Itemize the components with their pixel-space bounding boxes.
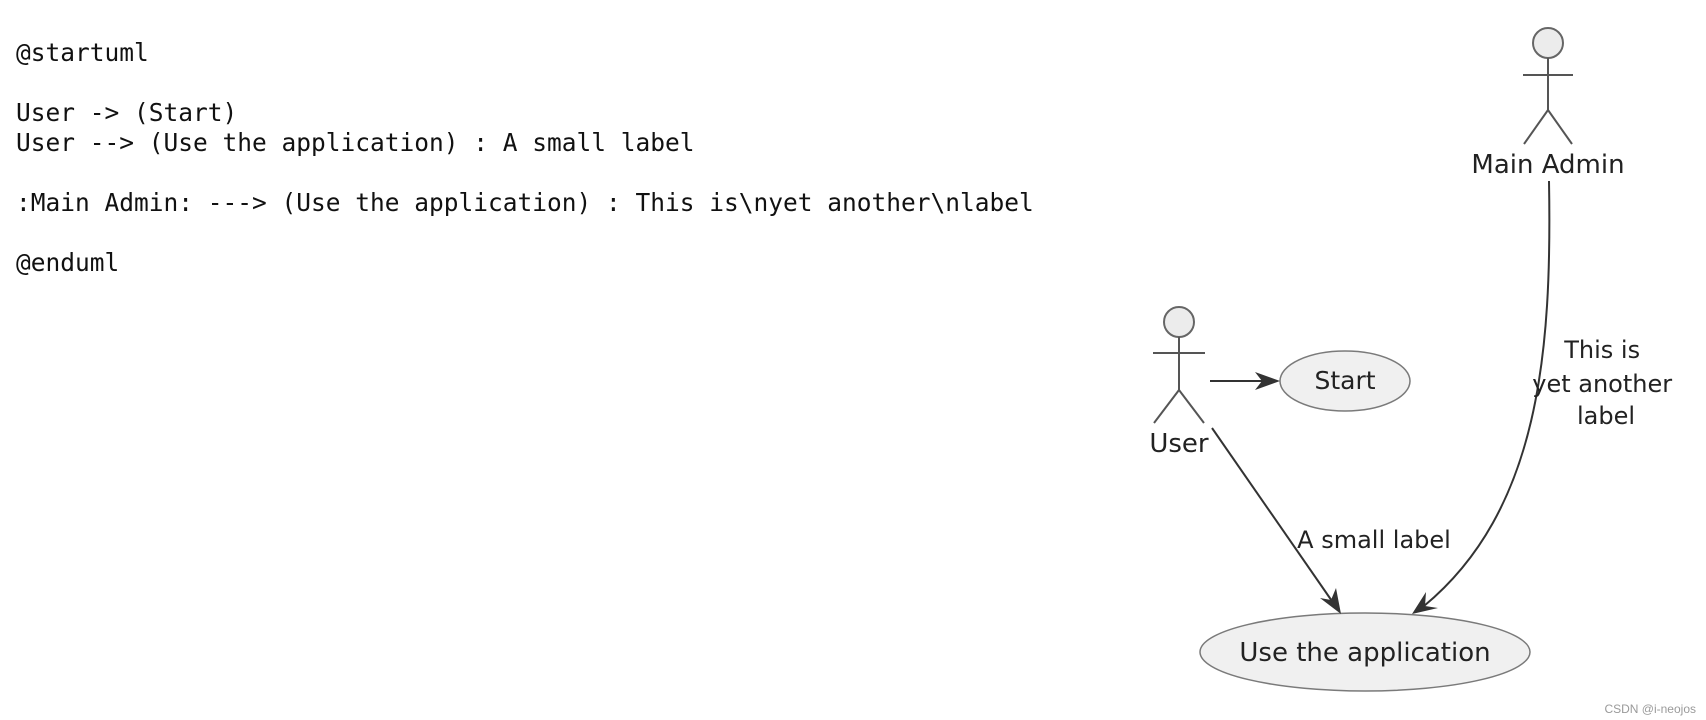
edge-line — [1211, 427, 1335, 605]
edge-user-use-the-application: A small label — [1211, 427, 1451, 614]
edge-line — [1423, 180, 1551, 607]
actor-head — [1532, 27, 1564, 59]
actor-right-leg — [1178, 389, 1205, 424]
usecase-ellipse — [1199, 612, 1531, 692]
actor-head — [1163, 306, 1195, 338]
actor-user: User — [1149, 306, 1209, 459]
actor-left-leg — [1523, 109, 1549, 145]
actor-label-main-admin: Main Admin — [1471, 150, 1624, 180]
actor-main-admin: Main Admin — [1471, 27, 1625, 180]
watermark: CSDN @i-neojos — [1604, 702, 1696, 716]
code-line: User --> (Use the application) : A small… — [16, 128, 695, 157]
edge-label-line: label — [1577, 402, 1635, 430]
edge-label-user-use-the-application: A small label — [1297, 526, 1451, 554]
actor-right-leg — [1547, 109, 1573, 145]
edge-label-line: yet another — [1532, 370, 1672, 398]
usecase-use-the-application: Use the application — [1199, 612, 1531, 692]
edge-label-line: This is — [1563, 336, 1640, 364]
arrowhead — [1320, 588, 1341, 614]
code-line: User -> (Start) — [16, 98, 238, 127]
edge-user-start — [1210, 372, 1280, 390]
code-line: @enduml — [16, 248, 120, 277]
code-line: @startuml — [16, 38, 149, 67]
actor-label-user: User — [1149, 429, 1209, 459]
usecase-label-use-the-application: Use the application — [1239, 638, 1490, 668]
arrowhead — [1255, 372, 1280, 390]
edge-label-main-admin-use-the-application: This is yet another label — [1532, 336, 1680, 430]
code-line: :Main Admin: ---> (Use the application) … — [16, 188, 1034, 217]
actor-left-leg — [1153, 389, 1180, 424]
usecase-label-start: Start — [1314, 366, 1375, 395]
arrowhead — [1412, 592, 1438, 614]
edge-main-admin-use-the-application: This is yet another label — [1412, 180, 1680, 614]
usecase-start: Start — [1279, 350, 1411, 412]
